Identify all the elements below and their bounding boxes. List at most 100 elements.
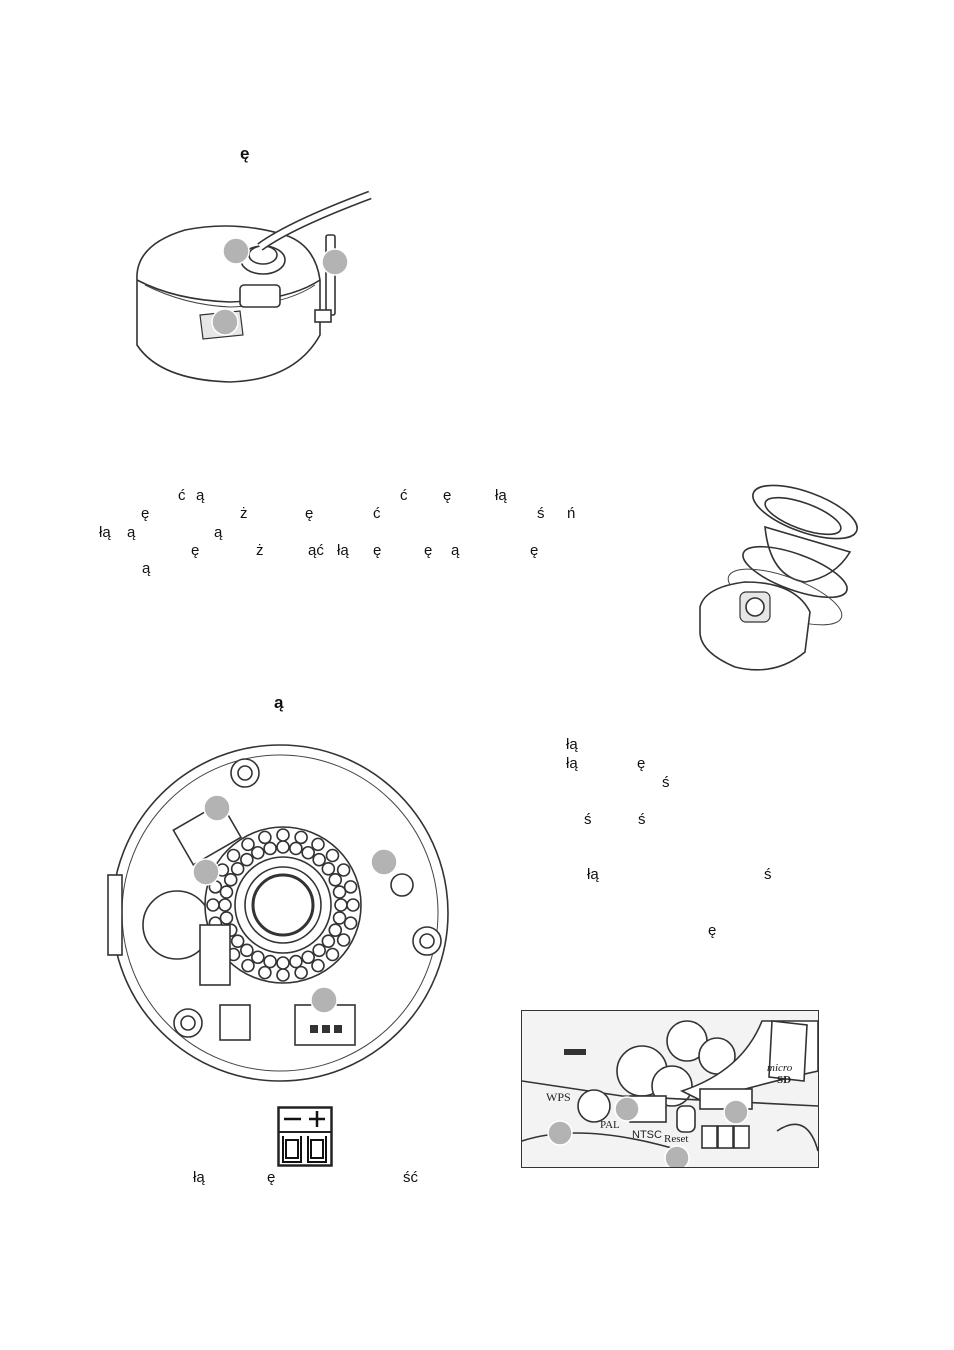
ir-led bbox=[311, 958, 325, 973]
callout-pal bbox=[614, 1096, 640, 1122]
note-fragment: ę bbox=[637, 755, 646, 772]
paragraph-fragment: ś bbox=[537, 505, 545, 522]
ir-led bbox=[226, 848, 241, 863]
ntsc-label: NTSC bbox=[632, 1129, 662, 1141]
ir-led bbox=[223, 873, 238, 887]
ir-led bbox=[230, 934, 245, 948]
note-fragment: łą bbox=[587, 866, 599, 883]
callout-reset bbox=[664, 1145, 690, 1167]
ir-led bbox=[328, 923, 343, 937]
heading-connection: ą bbox=[274, 693, 284, 712]
paragraph-fragment: ą bbox=[127, 524, 136, 541]
ir-led bbox=[263, 954, 277, 969]
paragraph-fragment: ę bbox=[305, 505, 314, 522]
ir-led bbox=[312, 852, 326, 867]
ir-led bbox=[346, 898, 360, 912]
paragraph-fragment: ę bbox=[443, 487, 452, 504]
ir-led bbox=[276, 956, 290, 970]
paragraph-fragment: ć bbox=[400, 487, 408, 504]
wps-label: WPS bbox=[546, 1090, 571, 1104]
ir-led bbox=[241, 958, 255, 973]
paragraph-fragment: łą bbox=[99, 524, 111, 541]
ir-led bbox=[311, 837, 325, 852]
paragraph-fragment: ć bbox=[178, 487, 186, 504]
ir-led bbox=[289, 954, 303, 969]
ir-led bbox=[258, 830, 272, 845]
callout-sd bbox=[723, 1099, 749, 1125]
ir-led bbox=[332, 885, 347, 899]
ir-led bbox=[294, 830, 308, 845]
caption-fragment: łą bbox=[193, 1169, 205, 1186]
callout-wps bbox=[547, 1120, 573, 1146]
ir-led bbox=[240, 852, 254, 867]
ir-led bbox=[336, 863, 351, 877]
callout-1 bbox=[222, 237, 250, 265]
ir-led bbox=[251, 845, 265, 860]
ir-led bbox=[258, 965, 272, 980]
paragraph-fragment: ę bbox=[141, 505, 150, 522]
ir-led bbox=[334, 898, 348, 912]
ir-led bbox=[289, 841, 303, 856]
ir-led bbox=[336, 933, 351, 947]
ir-led bbox=[241, 837, 255, 852]
reset-label: Reset bbox=[664, 1133, 688, 1145]
figure-switch-panel: WPS PAL NTSC Reset micro SD bbox=[521, 1010, 819, 1168]
callout-c bbox=[370, 848, 398, 876]
ir-led bbox=[251, 950, 265, 965]
paragraph-fragment: łą bbox=[337, 542, 349, 559]
paragraph-fragment: ę bbox=[191, 542, 200, 559]
microsd-sd-label: SD bbox=[777, 1074, 791, 1086]
paragraph-fragment: ć bbox=[373, 505, 381, 522]
figure-power-terminal bbox=[277, 1106, 333, 1168]
figure-exploded-dome bbox=[685, 482, 875, 682]
ir-led-ring bbox=[206, 828, 360, 982]
paragraph-fragment: ż bbox=[240, 505, 248, 522]
callout-a bbox=[203, 794, 231, 822]
figure-camera-cable bbox=[115, 185, 415, 385]
paragraph-fragment: ę bbox=[530, 542, 539, 559]
caption-fragment: ę bbox=[267, 1169, 276, 1186]
note-fragment: ś bbox=[662, 774, 670, 791]
ir-led bbox=[321, 934, 336, 948]
ir-led bbox=[206, 898, 220, 912]
ir-led bbox=[332, 911, 347, 925]
ir-led bbox=[219, 911, 234, 925]
ir-led bbox=[218, 898, 232, 912]
ir-led bbox=[301, 845, 315, 860]
caption-fragment: ść bbox=[403, 1169, 418, 1186]
paragraph-fragment: ę bbox=[373, 542, 382, 559]
note-fragment: ś bbox=[584, 811, 592, 828]
paragraph-fragment: ą bbox=[142, 560, 151, 577]
ir-led bbox=[343, 916, 358, 930]
note-fragment: łą bbox=[566, 755, 578, 772]
pal-label: PAL bbox=[600, 1119, 620, 1131]
paragraph-fragment: łą bbox=[495, 487, 507, 504]
paragraph-fragment: ę bbox=[424, 542, 433, 559]
ir-led bbox=[263, 841, 277, 856]
ir-led bbox=[301, 950, 315, 965]
callout-2 bbox=[321, 248, 349, 276]
note-fragment: ś bbox=[764, 866, 772, 883]
paragraph-fragment: ż bbox=[256, 542, 264, 559]
callout-b bbox=[192, 858, 220, 886]
ir-led bbox=[276, 968, 290, 982]
paragraph-fragment: ń bbox=[567, 505, 576, 522]
note-fragment: ś bbox=[638, 811, 646, 828]
heading-wiring: ę bbox=[240, 144, 250, 163]
ir-led bbox=[276, 828, 290, 842]
ir-led bbox=[219, 885, 234, 899]
paragraph-fragment: ą bbox=[451, 542, 460, 559]
ir-led bbox=[312, 943, 326, 958]
ir-led bbox=[325, 848, 340, 863]
ir-led bbox=[343, 880, 358, 894]
ir-led bbox=[230, 862, 245, 876]
paragraph-fragment: ą bbox=[196, 487, 205, 504]
callout-d bbox=[310, 986, 338, 1014]
ir-led bbox=[276, 840, 290, 854]
ir-led bbox=[321, 862, 336, 876]
microsd-micro-label: micro bbox=[767, 1062, 793, 1074]
note-fragment: ę bbox=[708, 922, 717, 939]
ir-led bbox=[294, 965, 308, 980]
figure-camera-base bbox=[105, 735, 455, 1095]
callout-3 bbox=[211, 308, 239, 336]
